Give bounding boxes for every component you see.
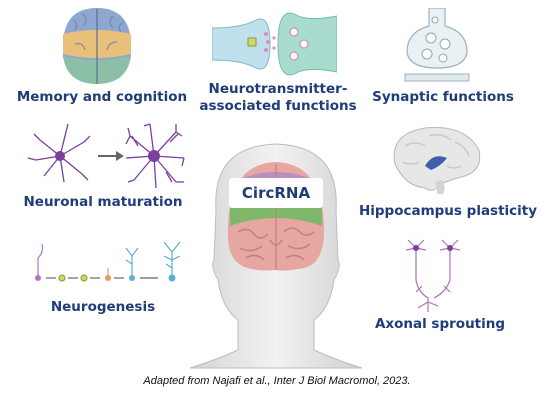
hippocampus-plasticity-label: Hippocampus plasticity: [358, 203, 538, 219]
head-with-brain-illustration: [189, 143, 363, 369]
hippocampus-brain-illustration: [393, 126, 481, 194]
neurotransmitter-label-line2: associated functions: [199, 98, 357, 114]
axonal-sprouting-label: Axonal sprouting: [374, 316, 506, 332]
neurogenesis-illustration: [35, 241, 181, 282]
neuron-maturation-illustration: [27, 123, 185, 189]
memory-cognition-label: Memory and cognition: [16, 89, 188, 105]
circrna-center-label: CircRNA: [229, 178, 323, 208]
synapse-illustration: [212, 12, 337, 76]
axonal-sprouting-illustration: [405, 239, 461, 312]
source-caption: Adapted from Najafi et al., Inter J Biol…: [143, 375, 411, 387]
neuronal-maturation-label: Neuronal maturation: [23, 194, 183, 210]
neurogenesis-label: Neurogenesis: [50, 299, 156, 315]
brain-top-view-illustration: [63, 8, 131, 84]
neurotransmitter-label-line1: Neurotransmitter-: [208, 81, 348, 97]
axon-terminal-illustration: [404, 8, 470, 82]
synaptic-functions-label: Synaptic functions: [372, 89, 514, 105]
neurotransmitter-label: Neurotransmitter- associated functions: [193, 81, 363, 115]
